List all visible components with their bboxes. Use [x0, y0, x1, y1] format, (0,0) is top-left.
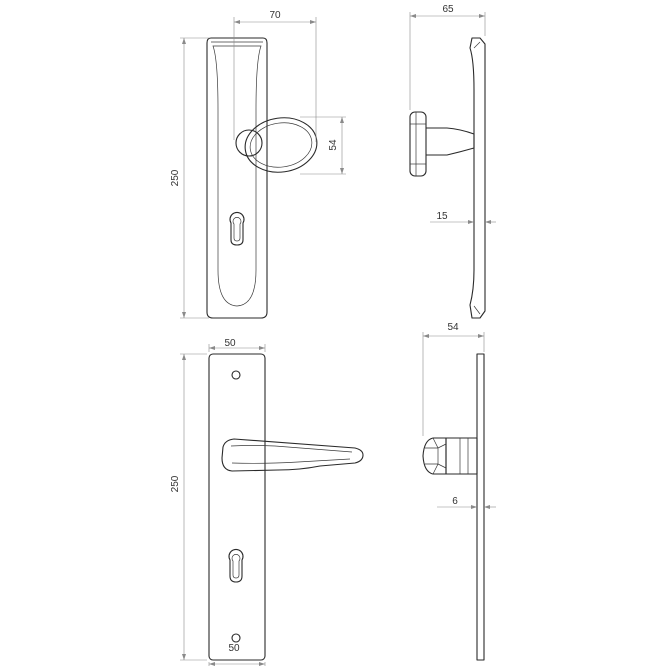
bottom-backplate-outline [208, 353, 266, 661]
top-side-view [409, 37, 486, 319]
dim-bottom-plate-width-top: 50 [224, 338, 236, 349]
dim-bottom-side-depth: 54 [447, 322, 459, 333]
dim-top-handle-width: 70 [269, 10, 281, 21]
dim-top-side-depth: 65 [442, 4, 454, 15]
bottom-side-dimensions: 54 6 [422, 322, 496, 509]
top-keyhole [229, 211, 245, 246]
bottom-side-plate [476, 353, 485, 661]
top-side-dimensions: 65 15 [409, 4, 496, 224]
top-knob-rose [235, 129, 263, 157]
top-front-dimensions: 70 54 250 [170, 10, 346, 319]
dim-top-knob-height: 54 [328, 139, 339, 151]
bottom-lever-handle [221, 438, 364, 472]
bottom-top-screw-hole [231, 370, 241, 380]
dim-top-plate-height: 250 [170, 169, 181, 186]
bottom-bottom-screw-hole [231, 633, 241, 643]
top-knob-oval-inner [249, 122, 313, 168]
bottom-keyhole-inner [231, 554, 241, 579]
bottom-side-stem [445, 437, 478, 475]
top-backplate-outline [206, 37, 268, 319]
top-side-plate [469, 37, 486, 319]
dim-bottom-plate-width-bottom: 50 [228, 643, 240, 654]
bottom-front-view [208, 353, 364, 661]
bottom-front-dimensions: 50 250 50 [170, 338, 266, 666]
bottom-lever-ridge [230, 445, 353, 453]
top-side-plate-bevel [473, 41, 481, 315]
bottom-lever-ridge-lower [231, 458, 351, 464]
top-side-knob [409, 111, 427, 177]
bottom-side-lever-end [422, 437, 447, 475]
top-knob-oval [244, 117, 318, 173]
dim-top-side-thickness: 15 [436, 211, 448, 222]
top-side-stem [425, 127, 475, 156]
top-front-view [206, 37, 318, 319]
bottom-keyhole [228, 548, 244, 583]
top-backplate-inner-contour [212, 45, 262, 307]
dim-bottom-plate-height: 250 [170, 475, 181, 492]
dim-bottom-side-thickness: 6 [452, 496, 458, 507]
top-keyhole-inner [232, 217, 242, 242]
